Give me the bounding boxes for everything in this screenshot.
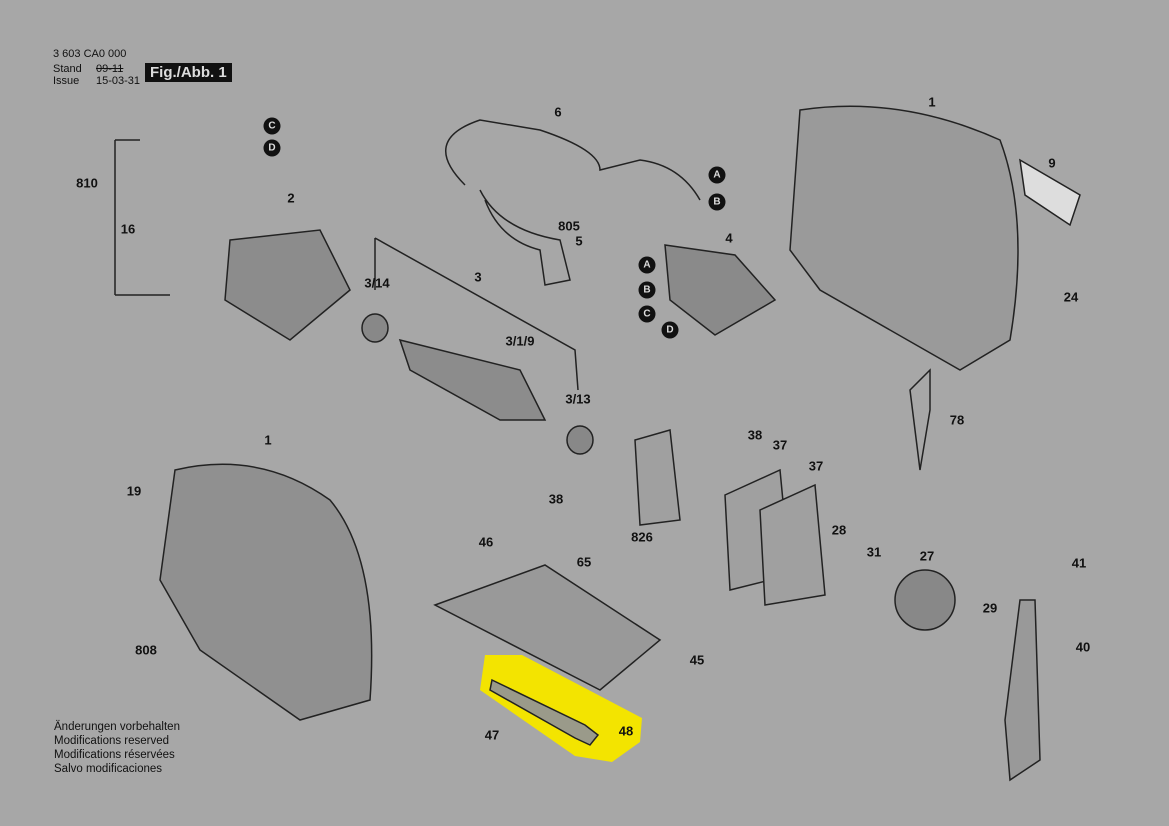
power-cord (445, 119, 701, 201)
issue-value: 15-03-31 (96, 75, 141, 87)
footer-line: Änderungen vorbehalten (54, 721, 180, 733)
connector-marker: C (263, 117, 281, 135)
plate-37b (759, 483, 826, 606)
part-label[interactable]: 810 (76, 175, 98, 191)
part-label[interactable]: 3/14 (364, 275, 390, 291)
part-label[interactable]: 9 (1048, 155, 1056, 171)
footer-line: Modifications réservées (54, 749, 175, 761)
connector-marker: B (638, 281, 656, 299)
part-label[interactable]: 65 (576, 554, 592, 570)
part-label[interactable]: 40 (1075, 639, 1091, 655)
part-label[interactable]: 6 (554, 104, 562, 120)
part-label[interactable]: 1 (928, 94, 936, 110)
connector-marker: D (263, 139, 281, 157)
part-label[interactable]: 826 (631, 529, 653, 545)
part-label[interactable]: 5 (575, 233, 583, 249)
part-label[interactable]: 47 (484, 727, 500, 743)
bearing-3-13 (566, 425, 594, 455)
issue-label: Issue (53, 75, 80, 87)
armature (398, 338, 547, 421)
part-label[interactable]: 19 (126, 483, 142, 499)
wire-78 (909, 368, 931, 471)
connector-marker: D (661, 321, 679, 339)
connector-marker: A (638, 256, 656, 274)
part-label[interactable]: 38 (548, 491, 564, 507)
part-48-lever (489, 678, 600, 746)
stator (224, 229, 351, 341)
plug (479, 189, 571, 286)
bracket-810 (114, 139, 170, 296)
blade-9 (1019, 158, 1081, 227)
part-label[interactable]: 28 (831, 522, 847, 538)
connector-marker: C (638, 305, 656, 323)
part-40 (1004, 599, 1041, 782)
stand-value: 09-11 (96, 63, 124, 75)
footer-line: Salvo modificaciones (54, 763, 163, 775)
part-label[interactable]: 3 (474, 269, 482, 285)
figure-label: Fig./Abb. 1 (145, 63, 232, 82)
doc-number: 3 603 CA0 000 (53, 48, 127, 60)
part-label[interactable]: 24 (1063, 289, 1079, 305)
part-label[interactable]: 2 (287, 190, 295, 206)
gear-27 (894, 569, 956, 631)
part-label[interactable]: 45 (689, 652, 705, 668)
part-label[interactable]: 3/13 (565, 391, 591, 407)
footer-line: Modifications reserved (54, 735, 170, 747)
part-label[interactable]: 805 (558, 218, 580, 234)
bearing-3-14 (361, 313, 389, 343)
part-label[interactable]: 29 (982, 600, 998, 616)
part-label[interactable]: 78 (949, 412, 965, 428)
part-label[interactable]: 46 (478, 534, 494, 550)
part-label[interactable]: 37 (808, 458, 824, 474)
switch (664, 244, 777, 336)
housing-right (789, 105, 1019, 371)
housing-left (159, 463, 373, 721)
part-label-highlighted[interactable]: 48 (618, 723, 634, 739)
part-label[interactable]: 16 (120, 221, 136, 237)
part-label[interactable]: 37 (772, 437, 788, 453)
part-label[interactable]: 3/1/9 (505, 333, 535, 349)
base-plate (433, 564, 662, 691)
footer-notes: Änderungen vorbehalten Modifications res… (54, 720, 180, 776)
stand-label: Stand (53, 63, 82, 75)
part-label[interactable]: 27 (919, 548, 935, 564)
part-label[interactable]: 41 (1071, 555, 1087, 571)
part-label[interactable]: 4 (725, 230, 733, 246)
part-label[interactable]: 31 (866, 544, 882, 560)
connector-marker: A (708, 166, 726, 184)
connector-marker: B (708, 193, 726, 211)
bracket-3 (374, 237, 579, 391)
part-label[interactable]: 1 (264, 432, 272, 448)
part-label[interactable]: 808 (135, 642, 157, 658)
highlight-part-48[interactable] (480, 655, 642, 762)
plate-826 (634, 429, 681, 526)
part-label[interactable]: 38 (747, 427, 763, 443)
